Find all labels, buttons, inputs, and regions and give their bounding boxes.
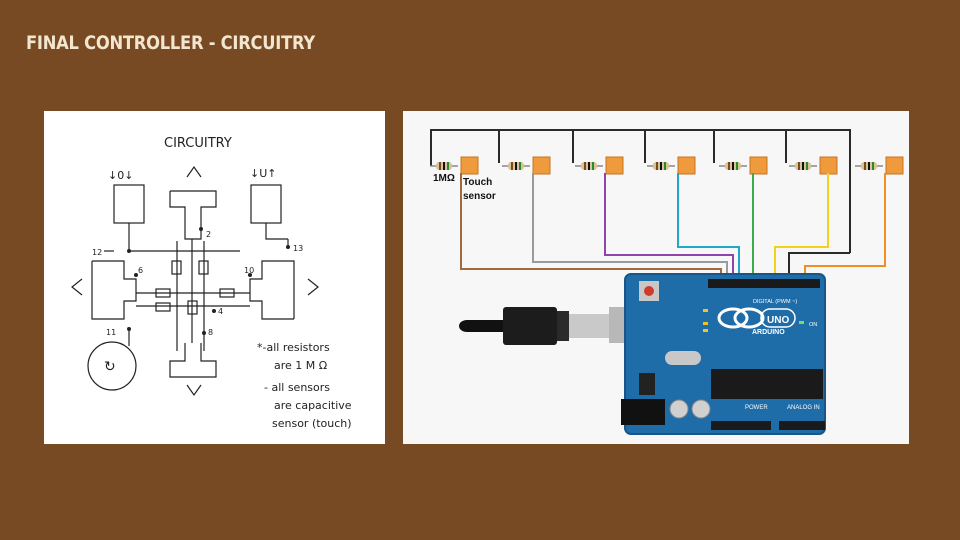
- resistor-band: [511, 162, 513, 170]
- touch-sensor-pad: [819, 156, 838, 175]
- sketch-note-4: are capacitive: [274, 399, 352, 412]
- resistor-band: [592, 162, 594, 170]
- arduino-brand: ARDUINO: [752, 329, 785, 336]
- arduino-board: [621, 273, 826, 435]
- circuitry-sketch: CIRCUITRY ↓0↓ ↓U↑ 2 12 13 6 10 4 8 11 ↻ …: [44, 111, 385, 444]
- sketch-pin-8: 8: [208, 328, 213, 337]
- resistor-label: 1MΩ: [433, 173, 455, 184]
- sketch-pin-11: 11: [106, 328, 116, 337]
- touch-sensor-pad: [885, 156, 904, 175]
- sketch-pin-4: 4: [218, 307, 223, 316]
- sketch-note-1: *-all resistors: [257, 341, 330, 354]
- resistor-band: [660, 162, 662, 170]
- sensor-label-line2: sensor: [463, 191, 496, 202]
- resistor-band: [868, 162, 870, 170]
- touch-sensor-pad: [532, 156, 551, 175]
- sketch-drawing: CIRCUITRY ↓0↓ ↓U↑ 2 12 13 6 10 4 8 11 ↻ …: [71, 136, 352, 430]
- sketch-note-3: - all sensors: [264, 381, 330, 394]
- arduino-wiring-diagram: ARDUINO UNO DIGITAL (PWM ~) POWER ANALOG…: [403, 111, 909, 444]
- resistor-band: [664, 162, 666, 170]
- resistor-band: [802, 162, 804, 170]
- sketch-top-left-label: ↓0↓: [108, 169, 133, 182]
- resistor-band: [872, 162, 874, 170]
- resistor-band: [732, 162, 734, 170]
- touch-sensor-pad: [460, 156, 479, 175]
- resistor-band: [736, 162, 738, 170]
- touch-sensor-pad: [749, 156, 768, 175]
- resistor-band: [584, 162, 586, 170]
- resistor-band: [447, 162, 449, 170]
- wiring-drawing: ARDUINO UNO DIGITAL (PWM ~) POWER ANALOG…: [430, 129, 904, 435]
- sketch-pin-13: 13: [293, 244, 303, 253]
- touch-sensor-pad: [677, 156, 696, 175]
- digital-header-label: DIGITAL (PWM ~): [753, 299, 797, 305]
- sketch-pin-12: 12: [92, 248, 102, 257]
- sketch-note-5: sensor (touch): [272, 417, 352, 430]
- sketch-note-2: are 1 M Ω: [274, 359, 327, 372]
- resistor-band: [588, 162, 590, 170]
- resistor-band: [519, 162, 521, 170]
- arduino-model: UNO: [767, 315, 789, 326]
- slide-title: FINAL CONTROLLER - CIRCUITRY: [26, 32, 316, 54]
- sensor-label-line1: Touch: [463, 177, 492, 188]
- resistor-band: [443, 162, 445, 170]
- sketch-pin-10: 10: [244, 266, 254, 275]
- sketch-pin-2: 2: [206, 230, 211, 239]
- power-header-label: POWER: [745, 405, 768, 411]
- resistor-band: [806, 162, 808, 170]
- resistor-band: [656, 162, 658, 170]
- resistor-band: [439, 162, 441, 170]
- resistor-band: [798, 162, 800, 170]
- resistor-band: [864, 162, 866, 170]
- on-label: ON: [809, 322, 817, 328]
- sketch-heading: CIRCUITRY: [164, 136, 232, 151]
- sketch-knob-symbol: ↻: [104, 359, 116, 375]
- resistor-sensor-row: [430, 156, 904, 175]
- touch-sensor-pad: [605, 156, 624, 175]
- resistor-band: [515, 162, 517, 170]
- sketch-top-right-label: ↓U↑: [250, 167, 277, 180]
- analog-header-label: ANALOG IN: [787, 405, 820, 411]
- sketch-pin-6: 6: [138, 266, 143, 275]
- resistor-band: [728, 162, 730, 170]
